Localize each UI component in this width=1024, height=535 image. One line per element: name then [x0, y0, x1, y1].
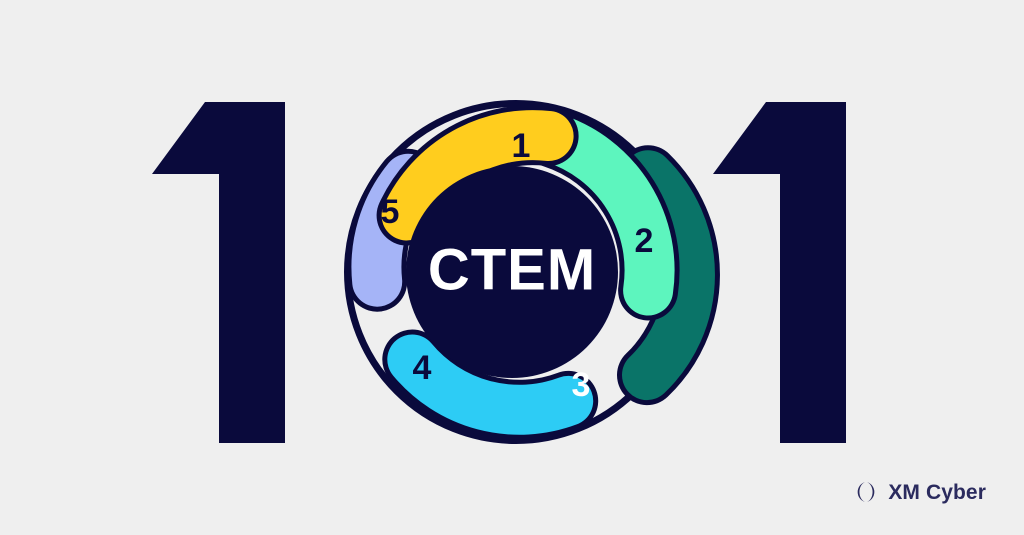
ctem-segment-4[interactable]: [382, 329, 599, 440]
ctem-segment-1[interactable]: [376, 105, 579, 246]
ctem-center-label: CTEM: [428, 237, 596, 302]
brand-name: XM Cyber: [888, 480, 986, 504]
ctem-segment-2[interactable]: [523, 108, 680, 321]
segment-number-2: 2: [635, 222, 654, 260]
xm-cyber-bracket-icon: [857, 481, 875, 503]
ctem-segment-3[interactable]: [617, 145, 720, 406]
brand-logo[interactable]: XM Cyber: [853, 479, 986, 505]
headline-digit-left: [152, 102, 285, 443]
segment-number-5: 5: [381, 193, 400, 231]
headline-digit-right: [713, 102, 846, 443]
segment-number-3: 3: [572, 366, 591, 404]
segment-number-1: 1: [512, 127, 531, 165]
segment-number-4: 4: [413, 349, 432, 387]
ctem-hub: [406, 166, 618, 378]
ctem-donut: 1 2 3 4 5 CTEM: [344, 100, 720, 444]
